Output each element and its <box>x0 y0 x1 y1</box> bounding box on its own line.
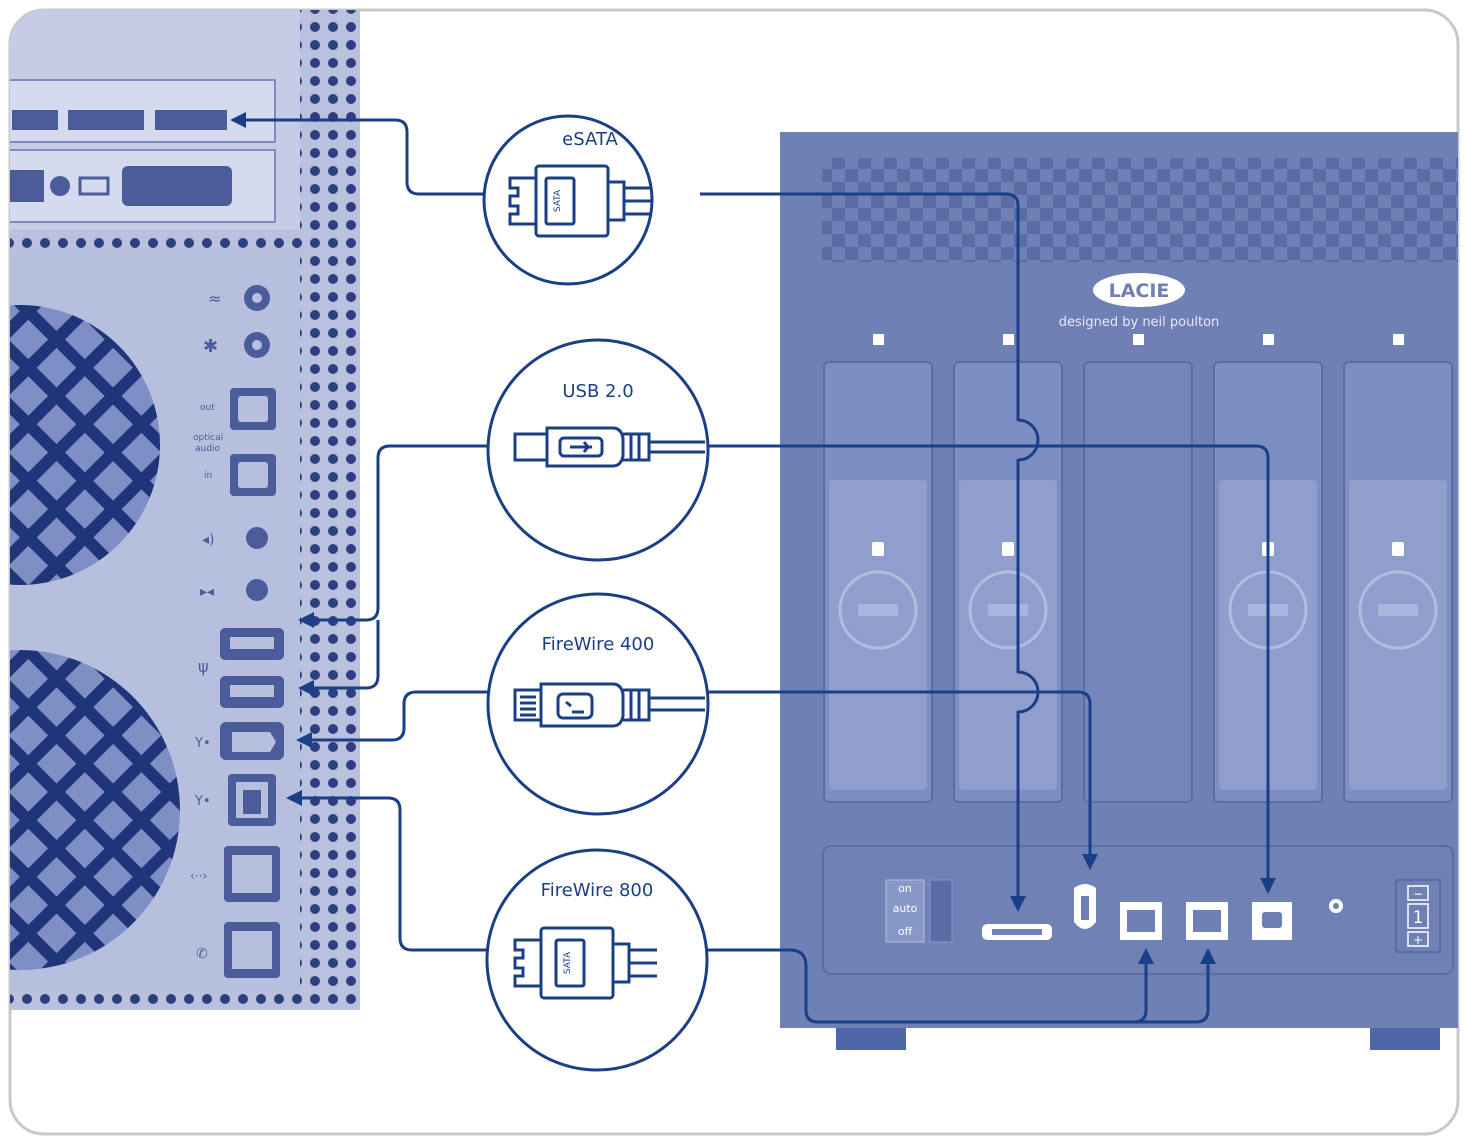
esata-plug-text: SATA <box>553 189 563 212</box>
drive-bay-3-empty[interactable] <box>1083 361 1193 803</box>
switch-auto-label: auto <box>893 902 918 915</box>
usb-label: USB 2.0 <box>562 381 633 402</box>
fan-grille-bottom <box>10 650 180 970</box>
esata-connector-callout: eSATA SATA <box>482 114 654 286</box>
computer-rear-panel: ≈ ✱ out optical audio in ◂) ▸◂ ψ <box>10 10 360 1010</box>
connection-lines <box>242 118 1270 1024</box>
usb-icon: ψ <box>198 657 209 676</box>
firewire800-line-to-enclosure <box>705 948 1210 1024</box>
bay-led-4 <box>1263 334 1274 345</box>
esata-plug-icon <box>508 164 652 238</box>
wifi-icon: ≈ <box>208 289 221 308</box>
esata-card-port-3 <box>155 110 227 130</box>
firewire800-connector-callout: FireWire 800 SATA <box>485 848 709 1072</box>
switch-on-label: on <box>898 882 912 895</box>
phone-icon: ✆ <box>196 946 208 962</box>
esata-line-to-enclosure <box>700 192 1040 900</box>
usb-connector-callout: USB 2.0 <box>486 338 710 562</box>
firewire800-label: FireWire 800 <box>541 880 654 901</box>
esata-label: eSATA <box>562 129 618 150</box>
raid-value-display <box>1407 903 1429 929</box>
usb-line-to-enclosure <box>705 444 1270 880</box>
arrow-firewire400-enclosure <box>1082 854 1098 870</box>
raid-level-selector[interactable]: − 1 + <box>1395 879 1441 953</box>
firewire400-plug-icon <box>513 682 705 728</box>
lacie-enclosure: LACIE designed by neil poulton <box>780 132 1458 1050</box>
firewire400-icon: Y• <box>194 736 211 751</box>
firewire800-plug-text: SATA <box>563 951 573 974</box>
arrow-usb-computer-1 <box>298 612 314 628</box>
arrow-usb-enclosure <box>1260 878 1276 894</box>
switch-slider[interactable] <box>929 879 953 943</box>
bay-led-3 <box>1133 334 1144 345</box>
firewire800-line-branch <box>1133 962 1148 1024</box>
power-switch[interactable]: on auto off <box>885 879 953 943</box>
optical-label-line1: optical <box>193 433 223 443</box>
drive-bay-1[interactable] <box>823 361 933 803</box>
lacie-logo-text: LACIE <box>1109 280 1170 302</box>
ethernet-icon: ‹··› <box>190 869 207 883</box>
usb-line-branch <box>312 620 380 690</box>
switch-off-label: off <box>898 925 913 938</box>
arrow-firewire800-computer <box>286 790 302 806</box>
usb-plug-icon <box>513 426 705 468</box>
arrow-firewire800-enclosure-1 <box>1138 948 1154 964</box>
esata-card-port-1 <box>12 110 58 130</box>
designer-tagline: designed by neil poulton <box>1059 315 1220 330</box>
arrow-esata-computer <box>230 112 246 128</box>
ventilation-pattern <box>822 158 1458 262</box>
bay-led-1 <box>873 334 884 345</box>
esata-card-port-2 <box>68 110 144 130</box>
arrow-esata-enclosure <box>1010 896 1026 912</box>
firewire400-line-to-enclosure <box>705 690 1092 858</box>
dvi-port <box>122 166 232 206</box>
bay-led-5 <box>1393 334 1404 345</box>
arrow-firewire400-computer <box>296 732 312 748</box>
drive-bay-5[interactable] <box>1343 361 1453 803</box>
firewire400-label: FireWire 400 <box>542 634 655 655</box>
raid-plus-button[interactable] <box>1407 931 1429 947</box>
bay-led-2 <box>1003 334 1014 345</box>
line-in-icon: ▸◂ <box>200 584 214 600</box>
lacie-logo <box>1093 273 1185 307</box>
arrow-usb-computer-2 <box>298 680 314 696</box>
audio-out-jack <box>246 527 268 549</box>
speaker-icon: ◂) <box>202 532 215 548</box>
svg-text:−: − <box>1413 887 1423 901</box>
firewire400-line-to-computer <box>310 690 490 742</box>
firewire800-icon: Y• <box>194 794 211 809</box>
optical-out-label: out <box>200 403 215 413</box>
firewire800-plug-icon <box>513 926 657 1000</box>
svg-text:1: 1 <box>1413 908 1424 928</box>
firewire800-line-to-computer <box>300 796 490 952</box>
fan-grille-top <box>10 305 160 585</box>
drive-bay-2[interactable] <box>953 361 1063 803</box>
raid-minus-button[interactable] <box>1407 885 1429 901</box>
optical-in-label: in <box>204 471 212 481</box>
lock-icon <box>1392 542 1404 556</box>
svg-text:+: + <box>1413 933 1423 947</box>
enclosure-foot-right <box>1370 1028 1440 1050</box>
optical-label-line2: audio <box>195 444 220 454</box>
connection-arrowheads <box>230 112 1276 964</box>
lock-icon <box>872 542 884 556</box>
lock-icon <box>1002 542 1014 556</box>
esata-line-to-computer <box>242 118 490 196</box>
bluetooth-icon: ✱ <box>203 336 218 357</box>
enclosure-foot-left <box>836 1028 906 1050</box>
arrow-firewire800-enclosure-2 <box>1200 948 1216 964</box>
audio-in-jack <box>246 579 268 601</box>
firewire400-connector-callout: FireWire 400 <box>486 592 710 816</box>
usb-line-to-computer <box>312 444 490 622</box>
